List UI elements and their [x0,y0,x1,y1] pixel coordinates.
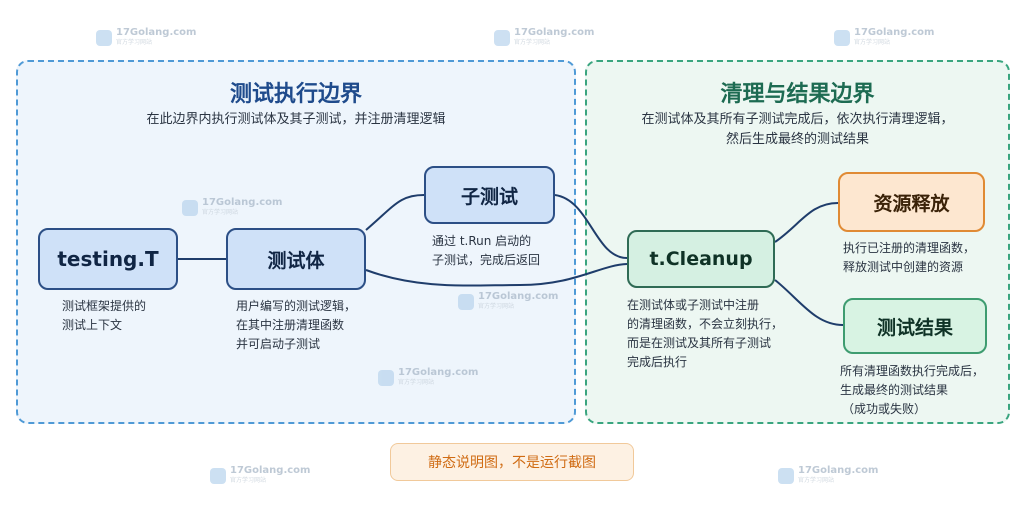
watermark-logo-icon [458,294,474,310]
watermark-text: 17Golang.com [514,27,595,38]
test-body-desc-1: 用户编写的测试逻辑， [236,299,357,313]
watermark-subtext: 官方学习网站 [230,477,267,484]
result-desc-3: （成功或失败） [842,402,927,416]
static-diagram-note: 静态说明图，不是运行截图 [390,443,634,481]
link-cleanup-to-release [774,202,839,243]
left-panel-title: 测试执行边界 [229,82,362,107]
watermark-text: 17Golang.com [854,27,935,38]
link-subtest-to-cleanup [554,194,628,259]
watermark-subtext: 官方学习网站 [116,39,153,46]
watermark-logo-icon [96,30,112,46]
watermark-logo-icon [834,30,850,46]
watermark-logo-icon [778,468,794,484]
watermark-logo-icon [378,370,394,386]
link-test-body-to-cleanup [365,263,628,287]
watermark-logo-icon [182,200,198,216]
testing-t-desc-2: 测试上下文 [62,318,123,332]
watermark-subtext: 官方学习网站 [854,39,891,46]
result-desc-1: 所有清理函数执行完成后， [840,364,985,378]
release-desc-1: 执行已注册的清理函数， [843,241,976,255]
watermark-text: 17Golang.com [230,465,311,476]
cleanup-desc-3: 而是在测试及其所有子测试 [627,336,772,350]
link-cleanup-to-result [774,279,844,326]
testing-t-desc-1: 测试框架提供的 [62,299,147,313]
subtest-desc-2: 子测试，完成后返回 [432,253,541,267]
watermark-text: 17Golang.com [398,367,479,378]
watermark-text: 17Golang.com [116,27,197,38]
right-panel-title: 清理与结果边界 [720,82,875,107]
watermark-logo-icon [210,468,226,484]
watermark-subtext: 官方学习网站 [478,303,515,310]
result-desc-2: 生成最终的测试结果 [840,383,949,397]
watermark-logo-icon [494,30,510,46]
watermark-text: 17Golang.com [798,465,879,476]
right-panel-subtitle-line2: 然后生成最终的测试结果 [725,132,869,147]
release-desc-2: 释放测试中创建的资源 [843,260,964,274]
left-panel-subtitle: 在此边界内执行测试体及其子测试，并注册清理逻辑 [146,112,446,127]
cleanup-desc-2: 的清理函数，不会立刻执行， [627,317,784,331]
subtest-desc-1: 通过 t.Run 启动的 [432,234,532,248]
watermark-text: 17Golang.com [478,291,559,302]
cleanup-desc-1: 在测试体或子测试中注册 [627,298,760,312]
testing-t-node: testing.T [38,228,178,290]
test-body-desc-2: 在其中注册清理函数 [236,318,345,332]
watermark-subtext: 官方学习网站 [202,209,239,216]
test-body-node: 测试体 [226,228,366,290]
cleanup-node: t.Cleanup [627,230,775,288]
cleanup-result-boundary-panel: 清理与结果边界 在测试体及其所有子测试完成后，依次执行清理逻辑， 然后生成最终的… [585,60,1010,424]
test-body-desc-3: 并可启动子测试 [236,337,321,351]
right-panel-subtitle-line1: 在测试体及其所有子测试完成后，依次执行清理逻辑， [641,112,954,127]
cleanup-desc-4: 完成后执行 [627,355,688,369]
release-resources-node: 资源释放 [838,172,985,232]
watermark-subtext: 官方学习网站 [514,39,551,46]
watermark-text: 17Golang.com [202,197,283,208]
test-result-node: 测试结果 [843,298,987,354]
link-test-body-to-subtest [365,194,425,231]
watermark-subtext: 官方学习网站 [398,379,435,386]
watermark-subtext: 官方学习网站 [798,477,835,484]
subtest-node: 子测试 [424,166,555,224]
